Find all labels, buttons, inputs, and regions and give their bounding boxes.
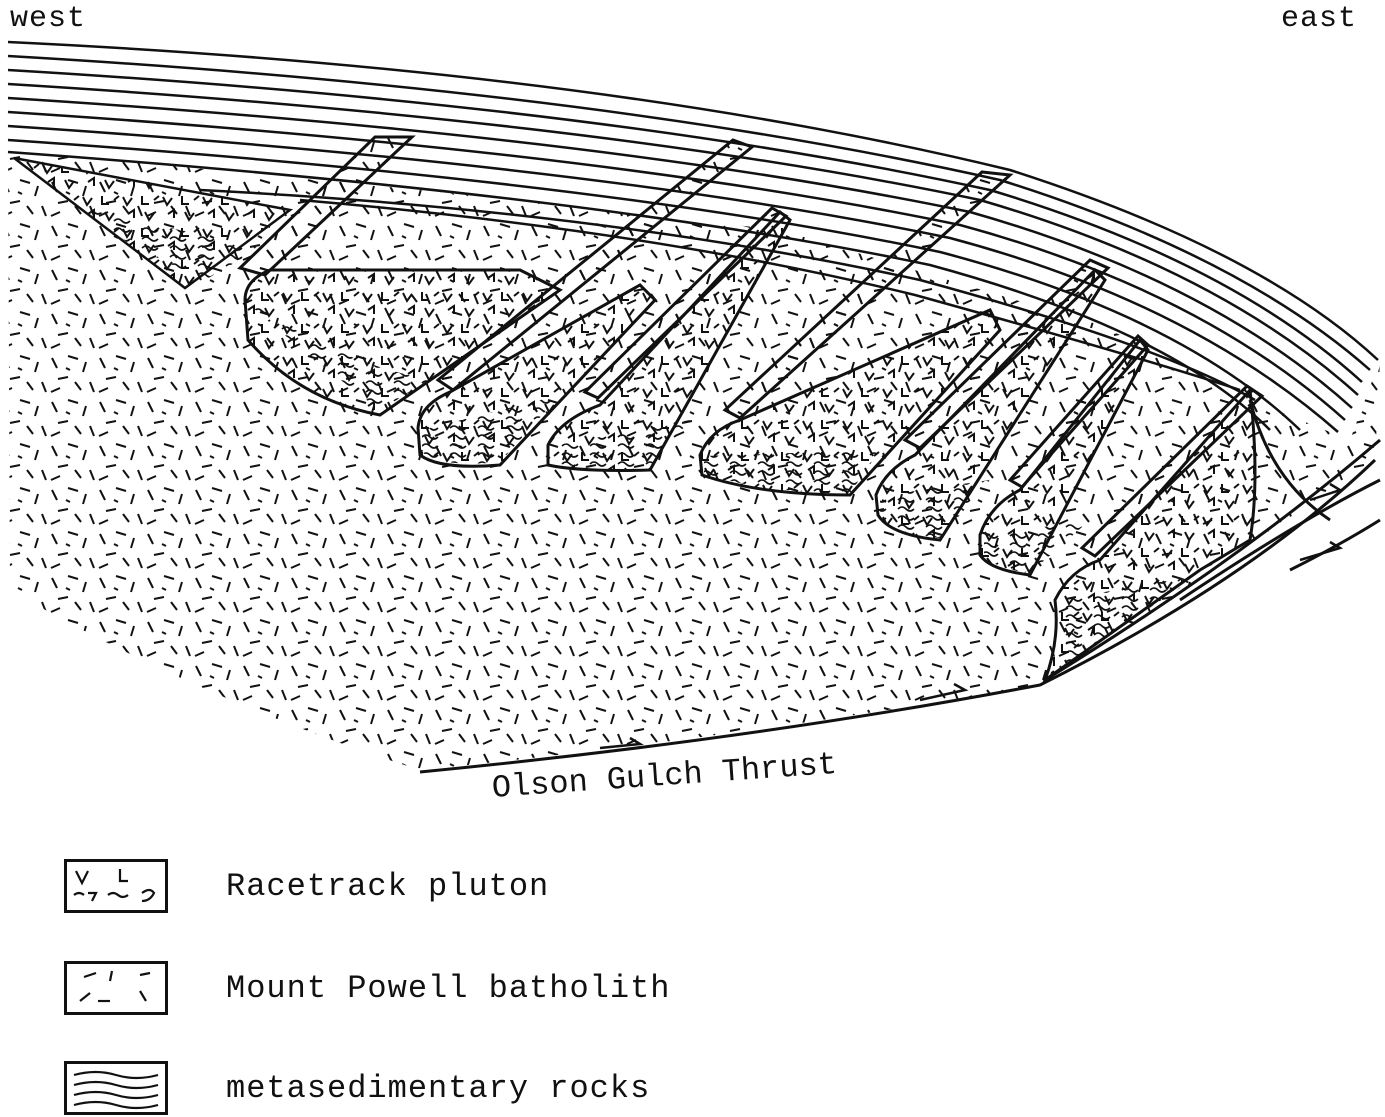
legend-item-metased: metasedimentary rocks: [64, 1060, 650, 1116]
racetrack-pattern-swatch: [64, 859, 168, 913]
metased-pattern-swatch: [64, 1061, 168, 1115]
cross-section-drawing: [0, 0, 1385, 840]
legend-label-racetrack: Racetrack pluton: [226, 868, 549, 905]
legend-item-racetrack: Racetrack pluton: [64, 858, 549, 914]
batholith-pattern-swatch: [64, 961, 168, 1015]
legend-item-batholith: Mount Powell batholith: [64, 960, 670, 1016]
legend-label-batholith: Mount Powell batholith: [226, 970, 670, 1007]
legend-label-metased: metasedimentary rocks: [226, 1070, 650, 1107]
